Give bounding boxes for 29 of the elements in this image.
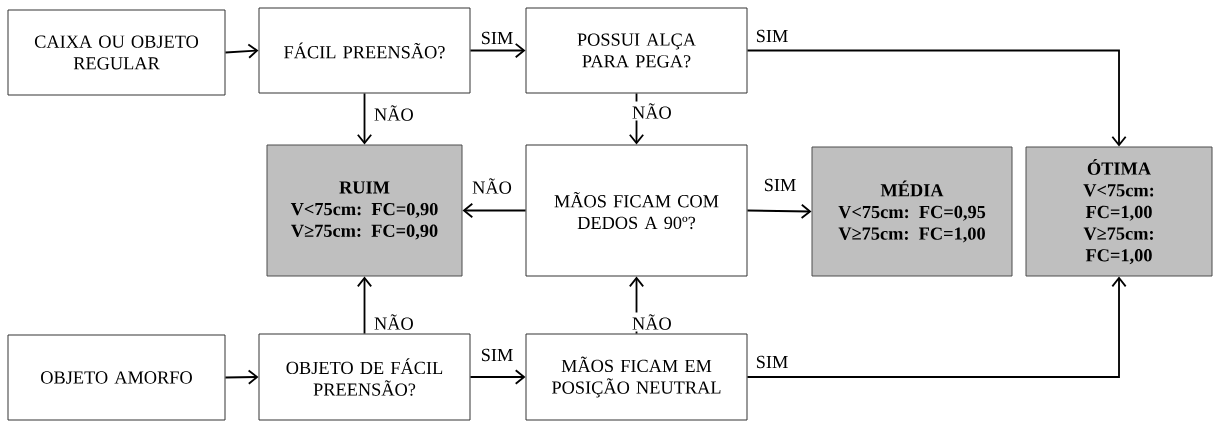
- arrow: [746, 49, 1127, 147]
- edge-label: NÃO: [630, 312, 674, 332]
- edge-label: SIM: [762, 177, 798, 193]
- process-box: OBJETO AMORFO: [7, 334, 226, 421]
- process-box: FÁCIL PREENSÃO?: [258, 7, 471, 94]
- edge-label: NÃO: [470, 176, 514, 196]
- edge-label: SIM: [479, 30, 515, 46]
- result-box: MÉDIA V<75cm: FC=0,95 V≥75cm: FC=1,00: [811, 146, 1013, 277]
- edge-label: SIM: [479, 347, 515, 363]
- process-box: POSSUI ALÇA PARA PEGA?: [525, 7, 748, 94]
- result-box: ÓTIMA V<75cm: FC=1,00 V≥75cm: FC=1,00: [1025, 146, 1213, 277]
- edge-label: SIM: [754, 28, 790, 44]
- arrow: [469, 42, 526, 59]
- edge-label: NÃO: [630, 101, 674, 121]
- process-box: MÃOS FICAM COM DEDOS A 90º?: [525, 144, 748, 277]
- edge-label: NÃO: [372, 312, 416, 332]
- process-box: CAIXA OU OBJETO REGULAR: [7, 9, 226, 96]
- result-box: RUIM V<75cm: FC=0,90 V≥75cm: FC=0,90: [266, 144, 463, 277]
- arrow: [469, 369, 526, 385]
- edge-label: SIM: [754, 354, 790, 370]
- arrow: [224, 369, 259, 385]
- arrow: [746, 276, 1127, 378]
- arrow: [356, 92, 373, 145]
- arrow: [746, 203, 812, 219]
- arrow: [224, 43, 259, 59]
- process-box: OBJETO DE FÁCIL PREENSÃO?: [258, 333, 471, 421]
- edge-label: NÃO: [372, 103, 416, 123]
- arrow: [356, 276, 373, 335]
- arrow: [462, 202, 527, 219]
